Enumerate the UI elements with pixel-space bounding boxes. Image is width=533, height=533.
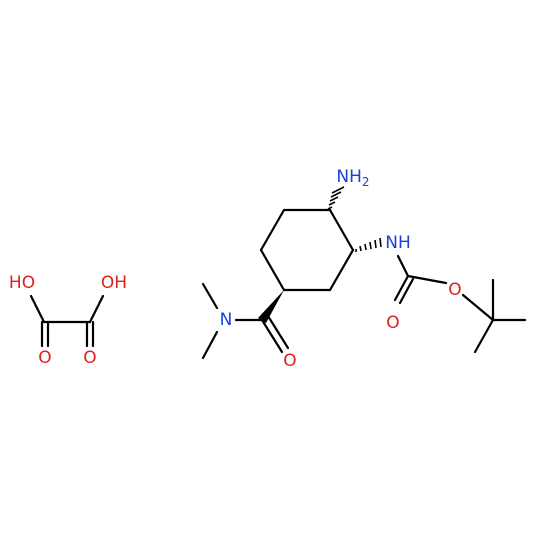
carbamate-group bbox=[393, 254, 527, 354]
carbamate-nh-label: NH bbox=[385, 233, 411, 253]
hashed-wedge-amine bbox=[327, 186, 345, 210]
cyclohexane-ring bbox=[259, 208, 355, 292]
amide-n-label: N bbox=[220, 310, 233, 330]
ring-bond-top-left bbox=[259, 208, 286, 252]
oxalic-left-oh-label: HO bbox=[9, 273, 35, 293]
oxalic-acid bbox=[29, 294, 105, 348]
oxalic-left-o-label: O bbox=[38, 348, 51, 368]
amine-label: NH2 bbox=[336, 167, 369, 189]
ring-bond-bottom-right bbox=[328, 248, 355, 292]
dimethylamide-group bbox=[201, 282, 290, 360]
ring-bond-top-right bbox=[328, 208, 355, 252]
ring-bond-bottom-left bbox=[259, 248, 286, 292]
carbamate-o-double-label: O bbox=[386, 313, 399, 333]
hashed-wedge-carbamate bbox=[355, 237, 382, 252]
solid-wedge-amide bbox=[258, 290, 284, 323]
oxalic-right-o-label: O bbox=[83, 348, 96, 368]
amide-o-label: O bbox=[283, 351, 296, 371]
carbamate-o-single-label: O bbox=[448, 280, 461, 300]
oxalic-right-oh-label: OH bbox=[101, 273, 127, 293]
